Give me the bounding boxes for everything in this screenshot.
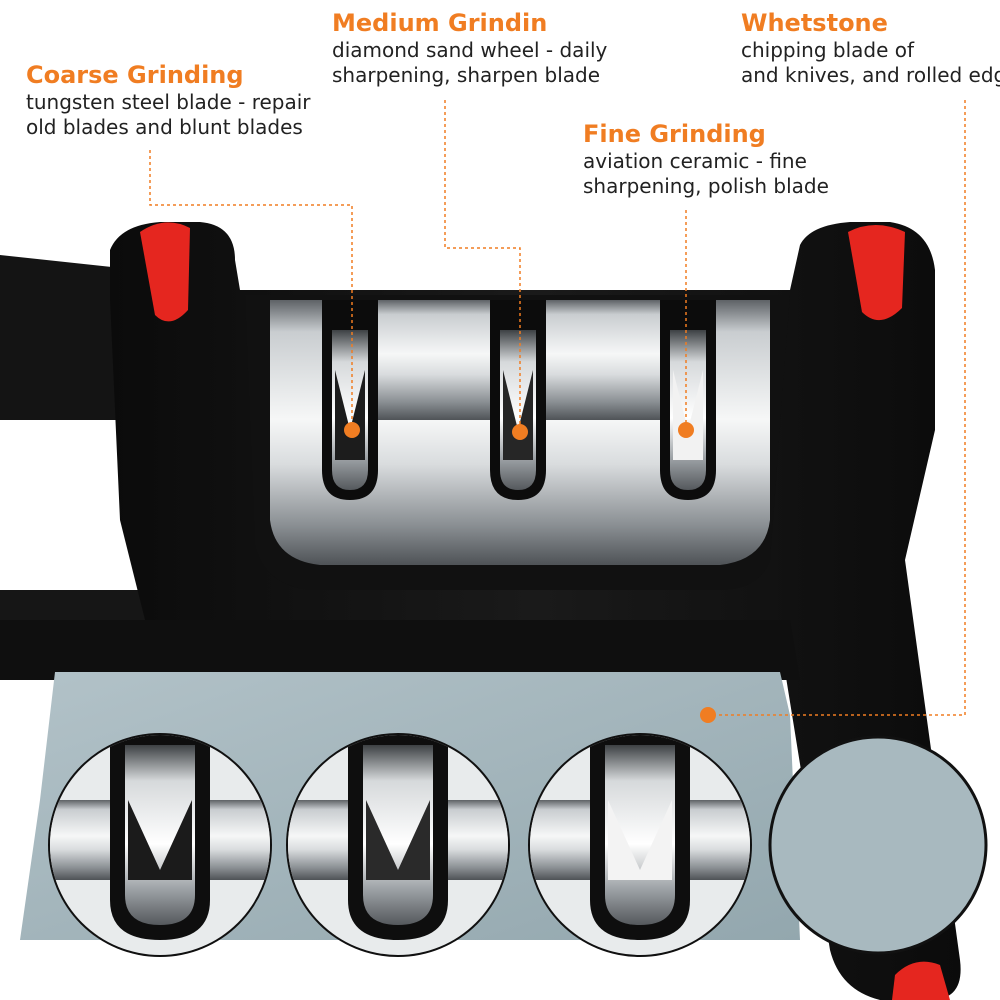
red-tip-bottom — [892, 961, 950, 1000]
label-desc-line: aviation ceramic - fine — [583, 149, 807, 173]
slot-fine — [660, 300, 716, 500]
marker-whetstone — [700, 707, 716, 723]
red-tip-right — [848, 225, 905, 321]
label-title: Whetstone — [741, 9, 888, 37]
label-whetstone: Whetstone chipping blade of and knives, … — [741, 8, 1000, 88]
steel-block — [546, 300, 660, 420]
leader-lines — [149, 100, 966, 716]
label-desc-line: diamond sand wheel - daily — [332, 38, 608, 62]
zoom-circle-fine — [528, 733, 752, 957]
label-title: Medium Grindin — [332, 9, 548, 37]
slot-coarse — [322, 300, 378, 500]
steel-block — [378, 300, 490, 420]
label-medium-grinding: Medium Grindin diamond sand wheel - dail… — [332, 8, 607, 88]
label-fine-grinding: Fine Grinding aviation ceramic - fine sh… — [583, 119, 829, 199]
label-desc-line: and knives, and rolled edge — [741, 63, 1000, 87]
zoom-circle-medium — [286, 733, 510, 957]
zoom-circle-whetstone — [768, 735, 988, 955]
label-title: Coarse Grinding — [26, 61, 244, 89]
marker-fine — [678, 422, 694, 438]
slot-medium — [490, 300, 546, 500]
label-desc-line: old blades and blunt blades — [26, 115, 303, 139]
base-platform — [0, 620, 800, 680]
label-coarse-grinding: Coarse Grinding tungsten steel blade - r… — [26, 60, 311, 140]
label-title: Fine Grinding — [583, 120, 766, 148]
label-desc-line: sharpening, sharpen blade — [332, 63, 601, 87]
label-desc-line: chipping blade of — [741, 38, 915, 62]
label-desc-line: tungsten steel blade - repair — [26, 90, 311, 114]
red-tip-left — [140, 222, 190, 322]
zoom-circle-coarse — [48, 733, 272, 957]
marker-coarse — [344, 422, 360, 438]
label-desc-line: sharpening, polish blade — [583, 174, 829, 198]
marker-medium — [512, 424, 528, 440]
